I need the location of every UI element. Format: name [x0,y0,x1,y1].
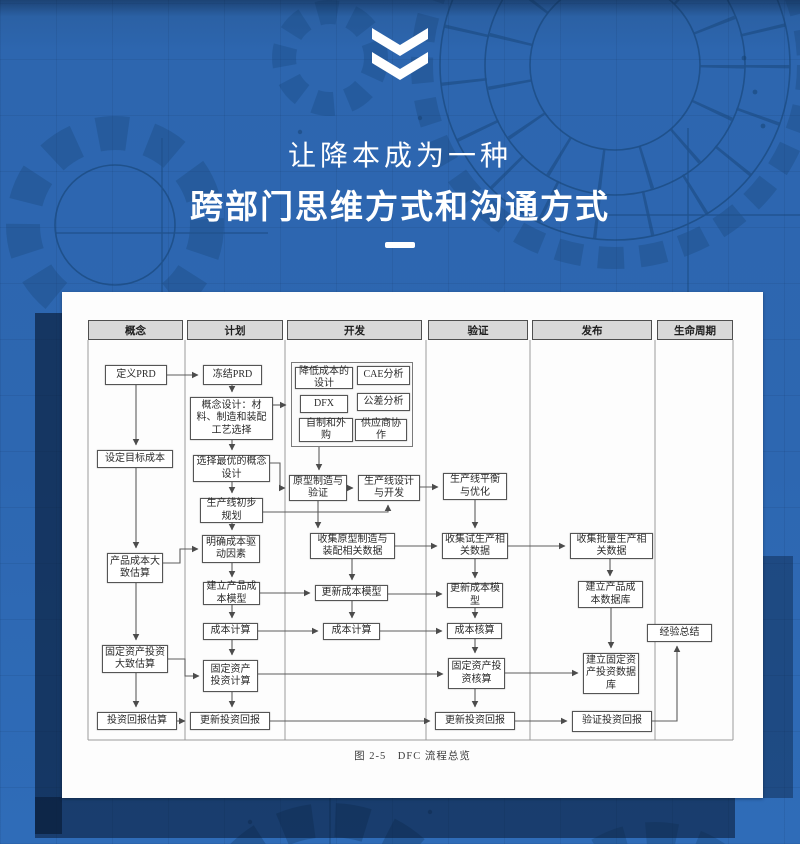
flow-node-line-design-dev: 生产线设计与开发 [358,475,420,501]
flow-node-make-buy: 自制和外购 [299,418,353,442]
figure-caption: 图 2-5 DFC 流程总览 [354,751,471,762]
lane-header-concept: 概念 [88,320,183,340]
top-shade-decor [0,0,800,16]
flow-node-dfx: DFX [300,395,348,413]
flow-node-collect-mass-data: 收集批量生产相关数据 [570,533,653,559]
title-line-2: 跨部门思维方式和沟通方式 [190,188,610,225]
card-shadow-right [763,556,793,798]
flow-node-capex-calc: 固定资产投资计算 [203,660,258,692]
double-chevron-down-icon [372,28,428,80]
lane-header-develop: 开发 [287,320,422,340]
flow-node-update-roi-ver: 更新投资回报 [435,712,515,730]
figure-card: 概念 计划 开发 验证 发布 生命周期 定义PRD 设定目标成本 产品成本大致估… [62,292,763,798]
flow-node-rough-product-cost: 产品成本大致估算 [107,553,163,583]
flow-node-line-prelim-plan: 生产线初步规划 [200,498,263,523]
card-shadow-left [35,313,62,834]
flow-node-cost-calc-dev: 成本计算 [323,623,380,640]
lane-header-release: 发布 [532,320,652,340]
flow-node-lessons: 经验总结 [647,624,712,642]
flow-node-line-balance: 生产线平衡与优化 [443,473,507,500]
flow-node-verify-roi: 验证投资回报 [572,711,652,732]
flow-node-rough-capex: 固定资产投资大致估算 [102,645,168,673]
flow-node-cae: CAE分析 [357,366,410,385]
flow-node-cost-calc-plan: 成本计算 [203,623,258,640]
flow-node-build-cost-model: 建立产品成本模型 [203,581,260,605]
lane-header-lifecycle: 生命周期 [657,320,733,340]
flow-connectors [87,340,734,741]
flow-node-cost-check: 成本核算 [447,623,502,639]
flow-node-supplier-collab: 供应商协作 [355,418,407,441]
flow-node-tolerance: 公差分析 [357,393,410,411]
lane-header-plan: 计划 [187,320,283,340]
flow-node-capex-db: 建立固定资产投资数据库 [583,653,639,694]
flow-node-freeze-prd: 冻结PRD [203,365,262,385]
title-divider-bar [385,242,415,248]
flow-node-define-prd: 定义PRD [105,365,167,385]
flow-node-concept-design: 概念设计：材料、制造和装配工艺选择 [190,397,273,440]
flow-node-prototype-verify: 原型制造与验证 [289,475,347,501]
flow-node-collect-pilot-data: 收集试生产相关数据 [442,533,508,559]
flow-node-cost-drivers: 明确成本驱动因素 [202,535,260,563]
flow-node-roi-estimate: 投资回报估算 [97,712,177,730]
flow-node-product-cost-db: 建立产品成本数据库 [578,581,643,608]
flow-node-collect-prototype-data: 收集原型制造与装配相关数据 [310,533,395,559]
lane-header-verify: 验证 [428,320,528,340]
flow-node-set-target-cost: 设定目标成本 [97,450,173,468]
flow-node-capex-check: 固定资产投资核算 [448,658,505,689]
title-line-1: 让降本成为一种 [287,140,512,171]
flow-node-update-roi-plan: 更新投资回报 [190,712,270,730]
flow-node-update-cost-model-dev: 更新成本模型 [315,585,388,601]
flow-node-select-best-concept: 选择最优的概念设计 [193,455,270,482]
flow-node-dfc-design: 降低成本的设计 [295,366,353,389]
card-shadow-bottom [35,797,735,838]
flow-node-update-cost-model-ver: 更新成本模型 [447,583,503,608]
